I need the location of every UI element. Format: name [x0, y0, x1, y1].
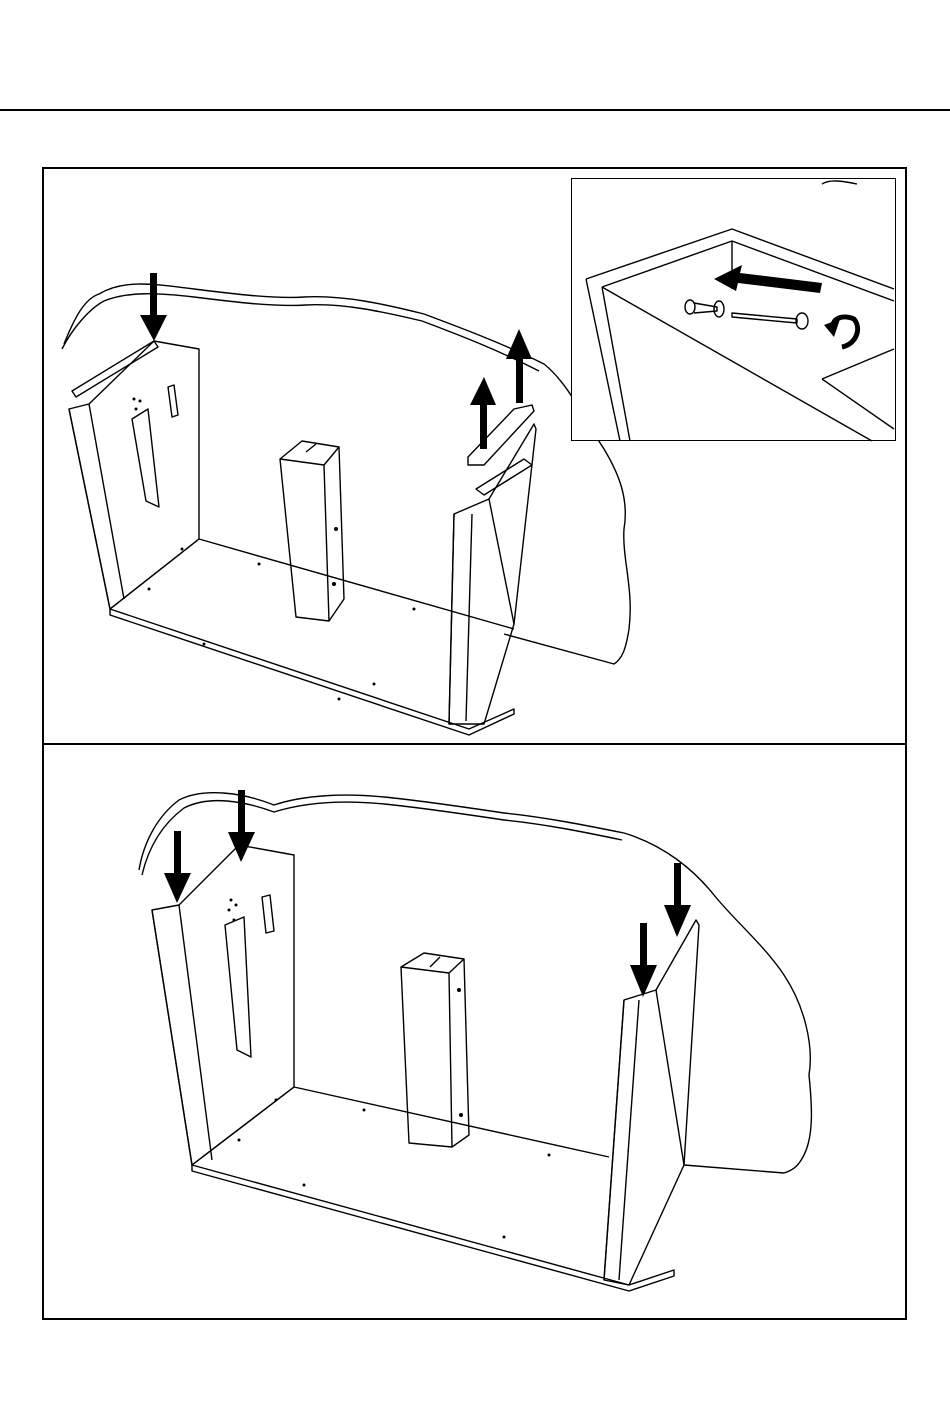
right-top-board	[468, 405, 534, 465]
rotate-arrow	[824, 317, 858, 347]
step-panel-bottom	[42, 743, 907, 1320]
detail-inset	[571, 178, 896, 441]
down-arrow	[164, 831, 191, 903]
base-board	[192, 1165, 674, 1291]
back-wall-outline	[64, 284, 630, 664]
middle-divider	[280, 441, 344, 621]
header-rule	[0, 109, 950, 111]
assembly-illustration-bottom	[44, 745, 909, 1322]
up-arrow	[470, 377, 496, 449]
left-arrow	[714, 265, 822, 293]
down-arrow	[630, 923, 657, 997]
down-arrow	[664, 863, 691, 937]
base-board	[110, 609, 514, 735]
detail-illustration	[572, 179, 897, 442]
right-side-panel	[449, 424, 536, 724]
down-arrow	[140, 273, 167, 341]
cam-dowel	[685, 300, 724, 317]
screw	[732, 313, 808, 329]
